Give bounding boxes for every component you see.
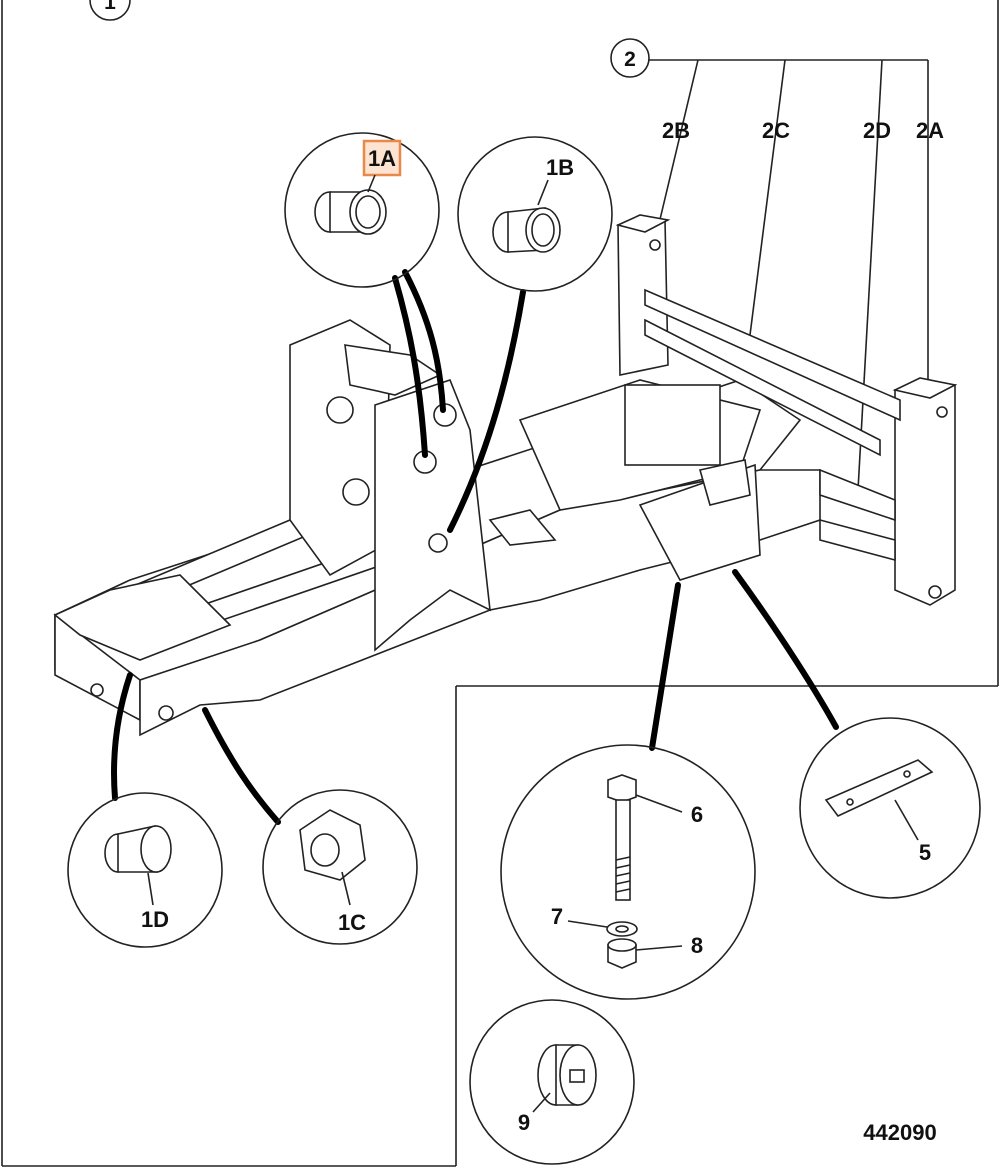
frame-labels: 2B 2C 2D 2A: [662, 118, 944, 143]
label-1A-highlight: [362, 139, 402, 177]
label-9: 9: [518, 1110, 530, 1135]
detail-plate: 5: [799, 717, 981, 899]
leader-lines: [110, 269, 839, 825]
label-1D: 1D: [141, 907, 169, 932]
label-2C: 2C: [762, 118, 790, 143]
callout-2: 2: [610, 38, 929, 491]
detail-1C: 1C: [262, 789, 418, 945]
label-1A: 1A: [368, 146, 396, 171]
detail-1B: 1B: [457, 136, 613, 292]
detail-1D: 1D: [67, 792, 223, 948]
label-2B: 2B: [662, 118, 690, 143]
label-6: 6: [691, 802, 703, 827]
label-1C: 1C: [338, 910, 366, 935]
callout-1: 1: [89, 0, 131, 21]
label-8: 8: [691, 933, 703, 958]
detail-bolt-assembly: 6 7 8: [500, 744, 756, 1000]
callout-1-text: 1: [104, 0, 116, 14]
detail-plug: 9: [469, 999, 635, 1165]
label-7: 7: [551, 904, 563, 929]
label-2A: 2A: [916, 118, 944, 143]
figure-number: 442090: [863, 1120, 936, 1145]
label-1B: 1B: [546, 155, 574, 180]
label-2D: 2D: [863, 118, 891, 143]
label-5: 5: [919, 840, 931, 865]
detail-1A: 1A: [284, 132, 440, 288]
callout-2-text: 2: [624, 48, 636, 71]
chassis-frame: [53, 214, 958, 737]
